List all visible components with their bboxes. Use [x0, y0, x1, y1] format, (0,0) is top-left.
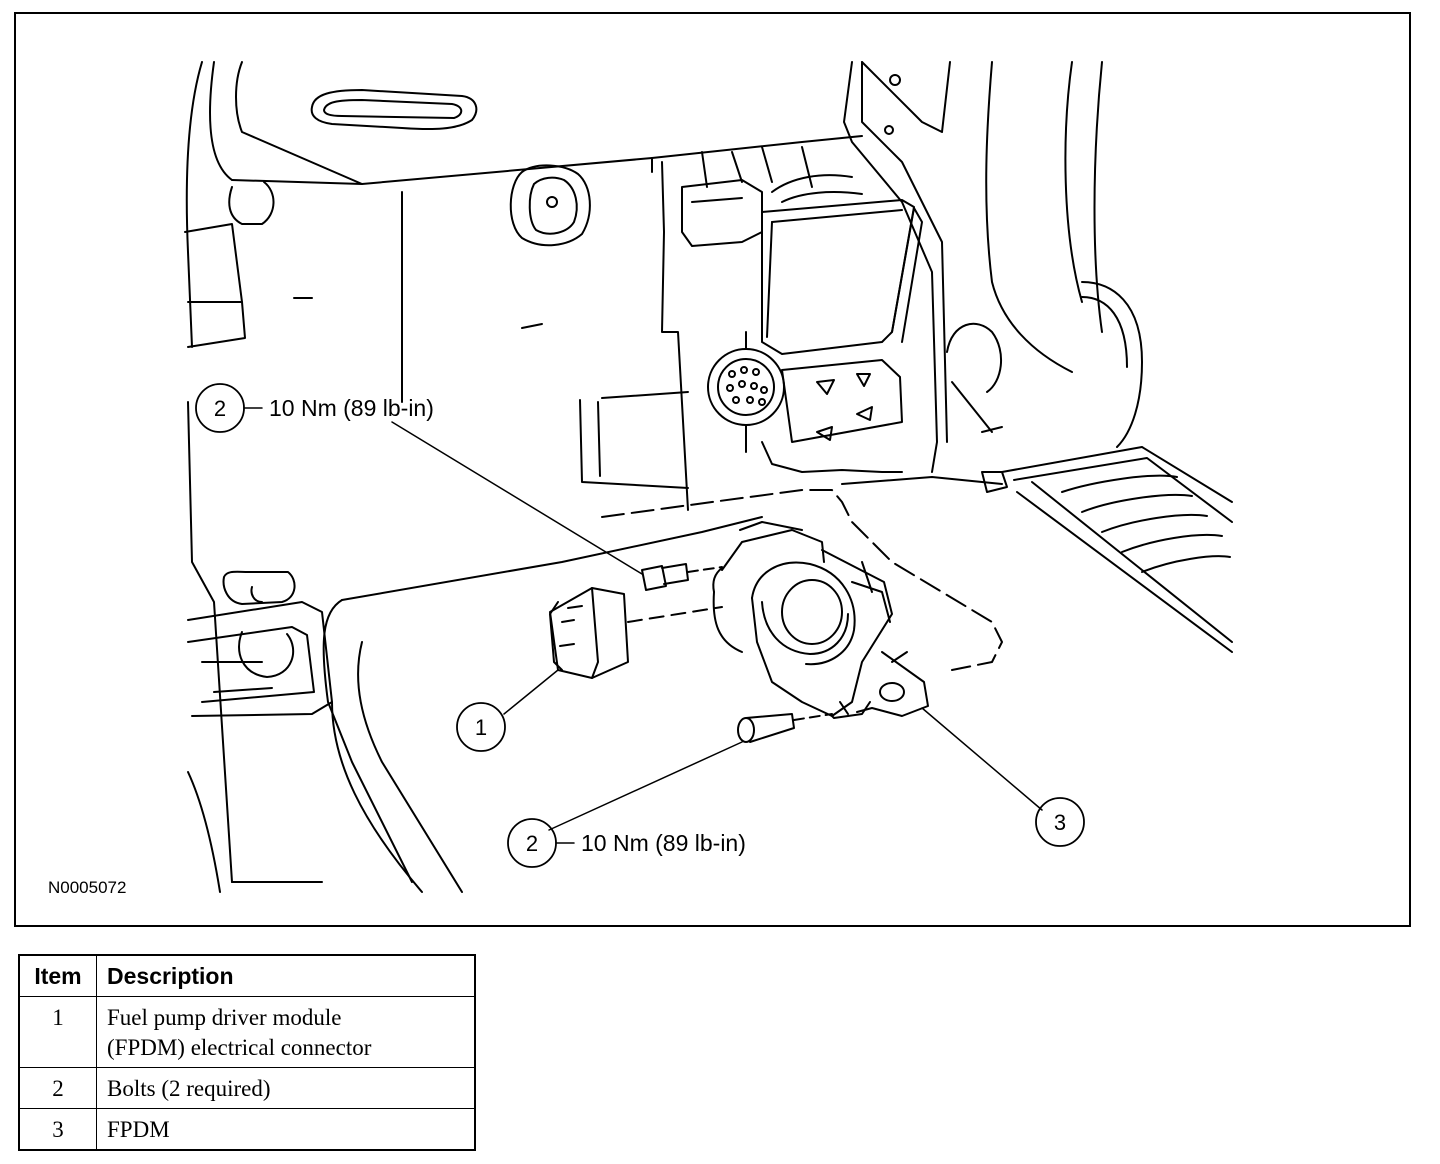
figure-frame: 2 10 Nm (89 lb-in) 1 2 10 Nm (89 lb-in) … [14, 12, 1411, 927]
fpdm-illustration: 2 10 Nm (89 lb-in) 1 2 10 Nm (89 lb-in) … [184, 61, 1233, 893]
callout-2-upper: 2 10 Nm (89 lb-in) [195, 383, 434, 433]
callout-2-upper-number: 2 [214, 396, 226, 421]
round-connector-background [707, 331, 785, 453]
legend-header-row: Item Description [18, 954, 476, 997]
fpdm-module [712, 521, 929, 719]
fpdm-electrical-connector [549, 587, 723, 679]
table-row: 1 Fuel pump driver module (FPDM) electri… [18, 996, 476, 1068]
legend-item-description: Bolts (2 required) [96, 1067, 476, 1109]
floor-pan [187, 401, 1003, 893]
bolt-lower [737, 713, 833, 743]
floor-upper-edge [361, 135, 863, 247]
callout-3-number: 3 [1054, 810, 1066, 835]
module-bracket-background [681, 146, 923, 355]
mounting-footprint [601, 489, 1003, 671]
callout-2-lower-number: 2 [526, 831, 538, 856]
legend-description-line: FPDM [107, 1117, 170, 1142]
legend-description-line: (FPDM) electrical connector [107, 1035, 372, 1060]
table-row: 2 Bolts (2 required) [18, 1067, 476, 1109]
legend-table: Item Description 1 Fuel pump driver modu… [18, 954, 476, 1151]
left-trim-panel [184, 61, 543, 403]
callout-2-lower: 2 10 Nm (89 lb-in) [507, 818, 746, 868]
table-row: 3 FPDM [18, 1108, 476, 1151]
bolt-upper [641, 563, 723, 591]
legend-header-description: Description [96, 954, 476, 997]
callout-1-number: 1 [475, 715, 487, 740]
legend-item-number: 3 [18, 1108, 97, 1151]
legend-item-description: FPDM [96, 1108, 476, 1151]
legend-item-description: Fuel pump driver module (FPDM) electrica… [96, 996, 476, 1068]
mounting-floor [761, 359, 903, 473]
legend-item-number: 1 [18, 996, 97, 1068]
legend-description-line: Fuel pump driver module [107, 1005, 342, 1030]
legend-header-item: Item [18, 954, 97, 997]
callout-2-lower-torque: 10 Nm (89 lb-in) [581, 830, 746, 856]
leader-lines [391, 421, 1043, 831]
lower-left-tray [187, 570, 333, 717]
sill-plate [981, 446, 1233, 653]
center-panel [579, 161, 689, 511]
figure-id: N0005072 [48, 878, 127, 897]
callout-1: 1 [456, 702, 506, 752]
right-pillar [843, 61, 1143, 473]
legend-description-line: Bolts (2 required) [107, 1076, 271, 1101]
callout-2-upper-torque: 10 Nm (89 lb-in) [269, 395, 434, 421]
legend-item-number: 2 [18, 1067, 97, 1109]
callout-3: 3 [1035, 797, 1085, 847]
